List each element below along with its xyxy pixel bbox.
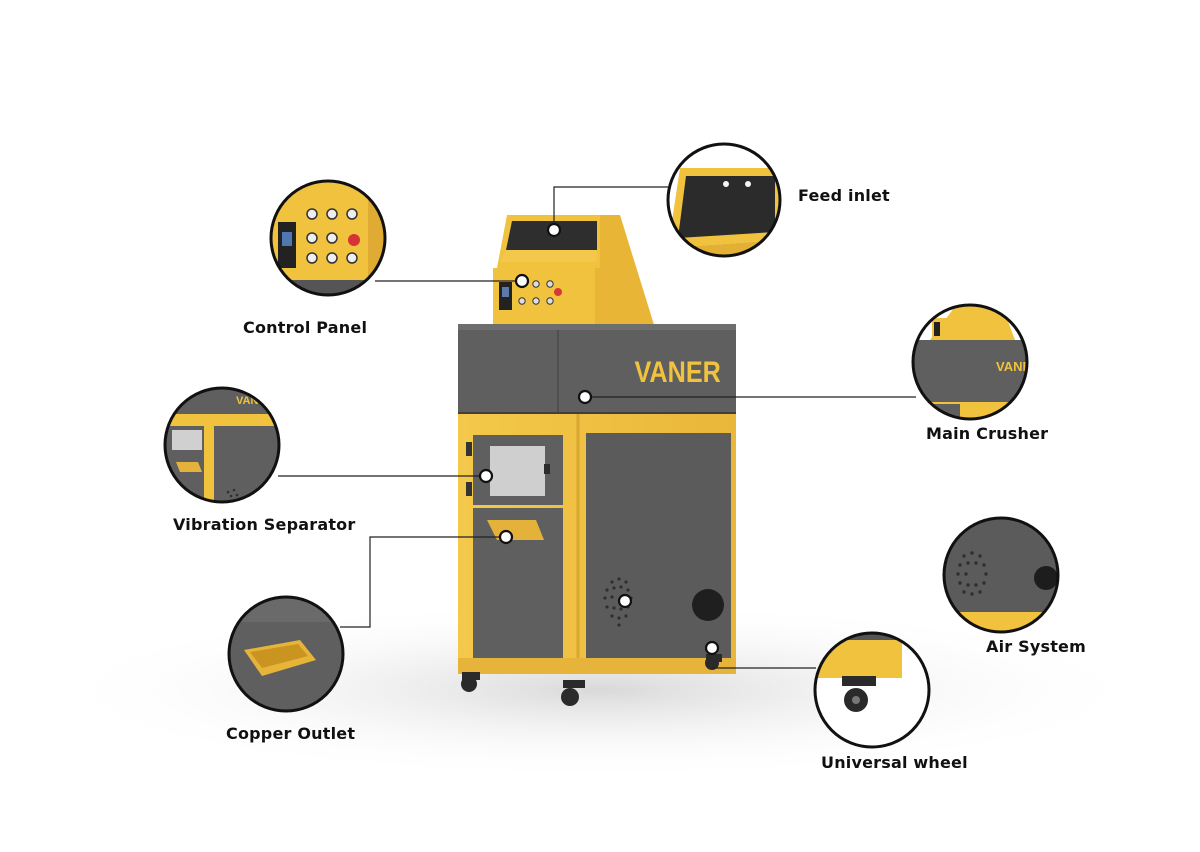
vibration-separator-label: Vibration Separator [173, 515, 356, 534]
main-crusher-label: Main Crusher [926, 424, 1049, 443]
crusher-housing [458, 324, 736, 414]
emergency-stop-button [554, 288, 562, 296]
copper-outlet-dot [498, 529, 514, 545]
leader-lines [278, 186, 916, 669]
svg-text:VANER: VANER [996, 359, 1041, 374]
universal-wheel-dot [704, 640, 720, 656]
machine: VANER [458, 215, 736, 706]
universal-wheel-label: Universal wheel [821, 753, 968, 772]
side-panel [586, 433, 731, 659]
brand-logo: VANER [635, 355, 722, 388]
caster-wheels [461, 654, 722, 706]
air-outlet-hole [692, 589, 724, 621]
control-panel-zoom [269, 179, 387, 297]
feed-inlet-label: Feed inlet [798, 186, 890, 205]
copper-outlet-label: Copper Outlet [226, 724, 356, 743]
air-system-label: Air System [986, 637, 1086, 656]
anchor-dots [478, 222, 720, 656]
universal-wheel-zoom [813, 631, 931, 749]
feed-inlet-zoom [666, 142, 782, 258]
control-panel-dot [514, 273, 530, 289]
main-crusher-zoom: VANER [911, 303, 1041, 421]
separator-window [490, 446, 545, 496]
copper-outlet-zoom [227, 595, 345, 713]
main-crusher-dot [577, 389, 593, 405]
control-panel-label: Control Panel [243, 318, 368, 337]
air-system-zoom [942, 516, 1060, 634]
vibration-separator-zoom: VANER [163, 386, 281, 504]
air-vent-grille [603, 577, 633, 627]
air-system-dot [617, 593, 633, 609]
feed-inlet-dot [546, 222, 562, 238]
vibration-separator-dot [478, 468, 494, 484]
